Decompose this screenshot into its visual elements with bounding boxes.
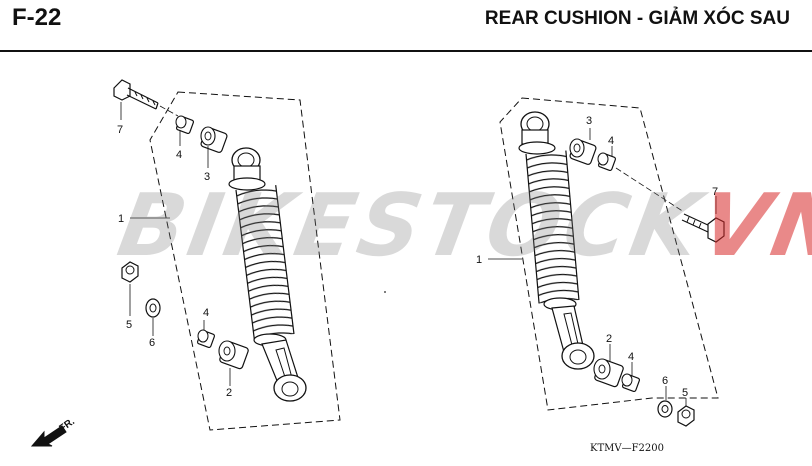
right-bushing-large-upper [569,138,597,165]
page-header: F-22 REAR CUSHION - GIẢM XÓC SAU [0,0,812,54]
right-bushing-large-lower [593,358,624,388]
catalog-code: KTMV—F2200 [590,443,664,454]
left-bushing-large-lower [218,340,249,370]
header-divider [0,50,812,52]
right-callout-washer: 6 [662,375,668,387]
left-callout-bushing-small-lower: 4 [203,307,209,319]
right-flange-nut [677,405,695,427]
right-rear-cushion [518,111,595,370]
left-callout-bushing-large-lower: 2 [226,387,232,399]
left-bolt-axis [159,105,179,117]
left-callout-bushing-small-upper: 4 [176,149,182,161]
left-washer [145,298,161,318]
right-bolt-axis [615,167,685,213]
left-callout-bushing-large-upper: 3 [204,171,210,183]
right-bushing-small-upper [597,152,617,172]
left-callout-nut: 5 [126,319,132,331]
left-mounting-bolt [113,79,159,110]
left-leader-lines [120,102,231,386]
left-bushing-large-upper [200,126,228,153]
stray-dot [384,291,386,293]
page-code: F-22 [12,4,62,31]
right-callout-nut: 5 [682,387,688,399]
right-callout-bushing-small-upper: 4 [608,135,614,147]
left-callout-cushion: 1 [118,213,124,225]
right-washer [657,400,673,418]
right-assembly-outline [499,97,719,411]
left-flange-nut [121,261,139,283]
right-mounting-bolt [681,213,725,243]
left-assembly: 7 4 3 1 5 6 4 2 [113,79,341,431]
left-assembly-outline [149,91,341,431]
left-callout-washer: 6 [149,337,155,349]
right-assembly: 3 4 7 1 2 4 6 5 [476,97,725,427]
right-callout-bolt: 7 [712,186,718,198]
front-arrow-icon [30,425,67,447]
left-rear-cushion [228,147,307,402]
right-callout-bushing-large-upper: 3 [586,115,592,127]
left-callout-bolt: 7 [117,124,123,136]
right-bushing-small-lower [621,373,641,393]
page-title: REAR CUSHION - GIẢM XÓC SAU [484,8,790,29]
front-direction-indicator: FR. [30,416,77,447]
right-callout-bushing-small-lower: 4 [628,351,634,363]
left-bushing-small-upper [175,115,195,135]
right-callout-bushing-large-lower: 2 [606,333,612,345]
right-callout-cushion: 1 [476,254,482,266]
left-bushing-small-lower [196,329,216,349]
right-leader-lines [488,128,717,406]
